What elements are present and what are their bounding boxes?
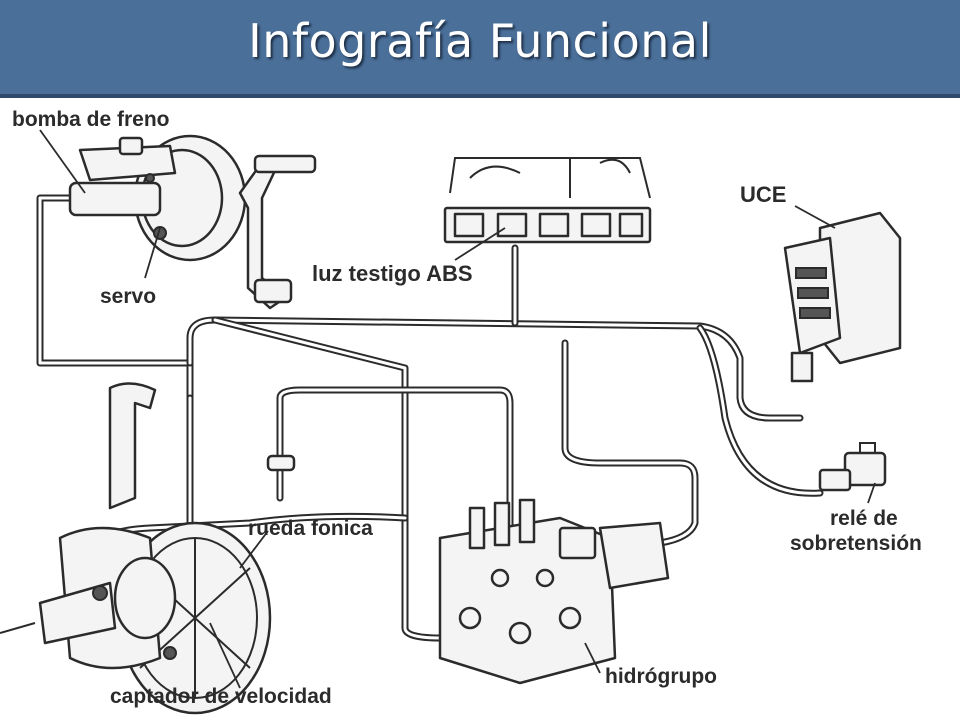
label-master-cylinder: bomba de freno [12, 108, 170, 131]
master-cylinder-servo [68, 134, 317, 310]
label-relay-line1: relé de [830, 507, 898, 530]
overvoltage-relay [818, 442, 887, 492]
title-divider [0, 94, 960, 98]
ecu-unit [783, 211, 902, 383]
label-hydraulic-unit: hidrógrupo [605, 665, 717, 688]
label-abs-warning-light: luz testigo ABS [312, 261, 473, 286]
label-relay-line2: sobretensión [790, 532, 922, 555]
dashboard-abs-lamp [443, 157, 652, 244]
label-speed-sensor: captador de velocidad [110, 685, 332, 708]
label-servo: servo [100, 285, 156, 308]
title-bar [0, 0, 960, 94]
wheel-assembly [0, 382, 296, 715]
label-tone-wheel: rueda fonica [248, 517, 373, 540]
page-title: Infografía Funcional [248, 14, 712, 68]
leader-lines [39, 129, 876, 689]
abs-system-diagram: bomba de freno servo luz testigo ABS UCE… [0, 108, 922, 715]
label-ecu: UCE [740, 182, 786, 207]
hydraulic-unit [438, 498, 670, 685]
